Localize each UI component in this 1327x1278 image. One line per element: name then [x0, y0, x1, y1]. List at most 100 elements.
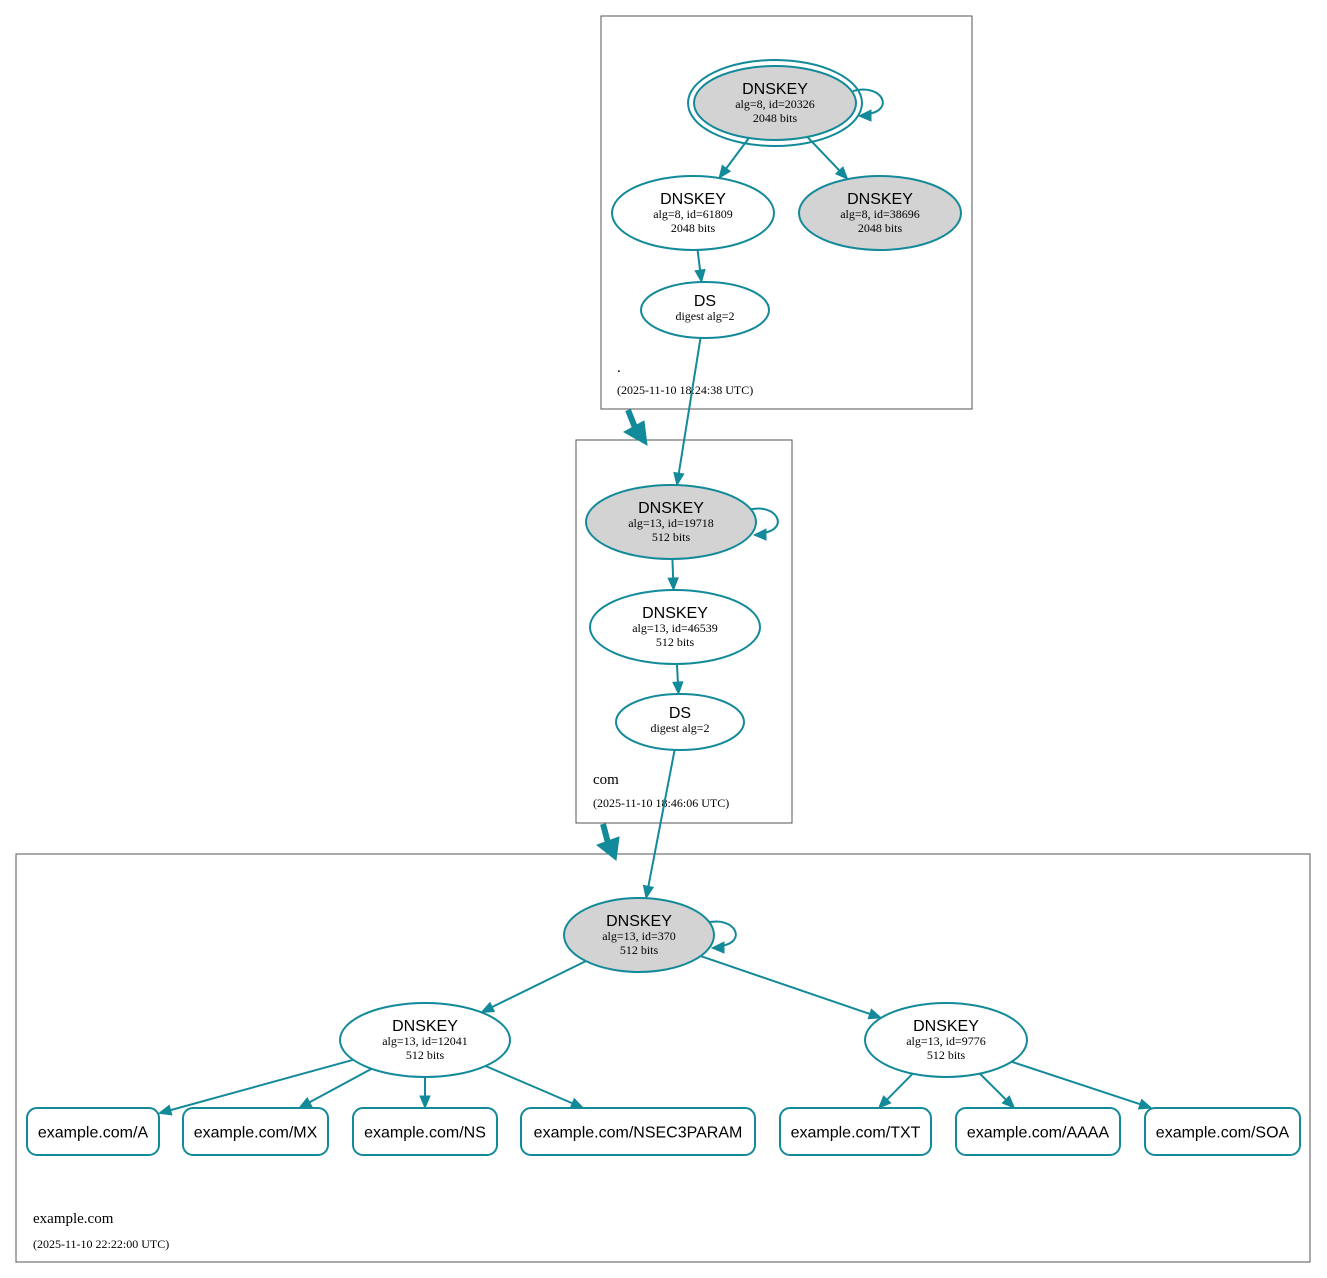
node-detail-line2: 2048 bits [671, 221, 716, 235]
rrset-label: example.com/AAAA [967, 1125, 1110, 1142]
zone-example-name: example.com [33, 1211, 114, 1227]
node-ellipse [864, 1002, 1028, 1078]
delegation-root-to-com [622, 408, 648, 446]
node-type-label: DNSKEY [913, 1018, 979, 1035]
node-ellipse [339, 1002, 511, 1078]
node-detail-line2: 512 bits [652, 530, 691, 544]
self-signature-loop-com_ksk [747, 507, 779, 541]
rrset-rr_aaaa[interactable]: example.com/AAAA [955, 1107, 1121, 1156]
rrset-label: example.com/NSEC3PARAM [534, 1125, 743, 1142]
edge-line [677, 337, 702, 474]
rrset-rr_mx[interactable]: example.com/MX [182, 1107, 329, 1156]
node-detail-line1: alg=13, id=46539 [632, 621, 718, 635]
edge-arrowhead [667, 577, 679, 592]
edge-arrowhead [718, 164, 732, 180]
edge-line [979, 1072, 1007, 1101]
rrset-rr_txt[interactable]: example.com/TXT [779, 1107, 932, 1156]
edge-ex_zsk2-to-rr_aaaa [979, 1072, 1016, 1109]
zone-example-timestamp: (2025-11-10 22:22:00 UTC) [33, 1237, 169, 1251]
node-type-label: DNSKEY [660, 191, 726, 208]
edge-ex_zsk2-to-rr_txt [877, 1073, 914, 1109]
self-signature-loop-root_ksk [852, 88, 884, 122]
rrset-rr_a[interactable]: example.com/A [26, 1107, 160, 1156]
node-type-label: DNSKEY [742, 81, 808, 98]
edge-arrowhead [419, 1095, 431, 1110]
self-loop-arrowhead [710, 941, 725, 954]
node-detail-line1: alg=8, id=38696 [840, 207, 920, 221]
node-detail-line2: 512 bits [406, 1048, 445, 1062]
delegation-root-com-arrowhead [622, 420, 648, 446]
edge-arrowhead [157, 1104, 173, 1116]
node-detail-line2: 2048 bits [753, 111, 798, 125]
self-loop-path [747, 507, 779, 534]
node-detail-line1: alg=13, id=9776 [906, 1034, 986, 1048]
edge-line [675, 663, 679, 683]
self-loop-path [852, 88, 884, 115]
rrset-box [955, 1107, 1121, 1156]
edge-arrowhead [1137, 1098, 1153, 1110]
node-detail-line2: 512 bits [927, 1048, 966, 1062]
rrset-box [520, 1107, 756, 1156]
rrset-box [182, 1107, 329, 1156]
node-type-label: DNSKEY [392, 1018, 458, 1035]
edge-arrowhead [877, 1095, 892, 1109]
rrset-label: example.com/SOA [1156, 1125, 1290, 1142]
trust-anchor-outer-ring [687, 59, 863, 147]
rrset-box [779, 1107, 932, 1156]
edge-arrowhead [672, 681, 684, 696]
edge-root_ds-to-com_ksk [673, 337, 702, 487]
rrsets-layer: example.com/A example.com/MX example.com/N… [26, 1107, 1301, 1156]
edge-line [170, 1058, 354, 1112]
rrset-box [1144, 1107, 1301, 1156]
edges-layer [157, 136, 1153, 1116]
self-signature-loop-ex_ksk [705, 920, 737, 954]
rrset-rr_soa[interactable]: example.com/SOA [1144, 1107, 1301, 1156]
node-ellipse [563, 897, 715, 973]
node-detail-line1: alg=13, id=370 [602, 929, 676, 943]
edge-ex_zsk2-to-rr_soa [1011, 1060, 1153, 1110]
node-ellipse [798, 175, 962, 251]
edge-com_zsk-to-com_ds [672, 663, 684, 696]
edge-arrowhead [867, 1008, 883, 1020]
edge-arrowhead [673, 471, 685, 487]
edge-ex_zsk1-to-rr_a [157, 1058, 354, 1116]
node-type-label: DNSKEY [638, 500, 704, 517]
edge-line [309, 1067, 373, 1104]
edge-ex_zsk1-to-rr_ns [419, 1077, 431, 1110]
self-loop-path [705, 920, 737, 947]
node-type-label: DNSKEY [642, 605, 708, 622]
node-ellipse [611, 175, 775, 251]
node-ellipse [640, 281, 770, 339]
rrset-rr_ns[interactable]: example.com/NS [352, 1107, 498, 1156]
edge-line [1011, 1060, 1141, 1106]
node-detail-line1: alg=13, id=12041 [382, 1034, 468, 1048]
rrset-label: example.com/MX [194, 1125, 318, 1142]
edge-arrowhead [1001, 1095, 1016, 1109]
rrset-rr_nsec3param[interactable]: example.com/NSEC3PARAM [520, 1107, 756, 1156]
node-type-label: DS [669, 705, 691, 722]
node-detail-line1: alg=8, id=61809 [653, 207, 733, 221]
edge-line [647, 749, 676, 887]
node-detail-line1: digest alg=2 [650, 721, 709, 735]
edge-arrowhead [834, 166, 849, 181]
node-detail-line1: alg=13, id=19718 [628, 516, 714, 530]
rrset-label: example.com/TXT [791, 1125, 921, 1142]
edge-line [696, 249, 702, 271]
edge-ex_ksk-to-ex_zsk1 [480, 960, 587, 1013]
node-detail-line2: 2048 bits [858, 221, 903, 235]
node-type-label: DNSKEY [606, 913, 672, 930]
zone-com-timestamp: (2025-11-10 18:46:06 UTC) [593, 796, 729, 810]
delegation-com-example-line [600, 823, 611, 844]
edge-line [485, 1065, 573, 1105]
